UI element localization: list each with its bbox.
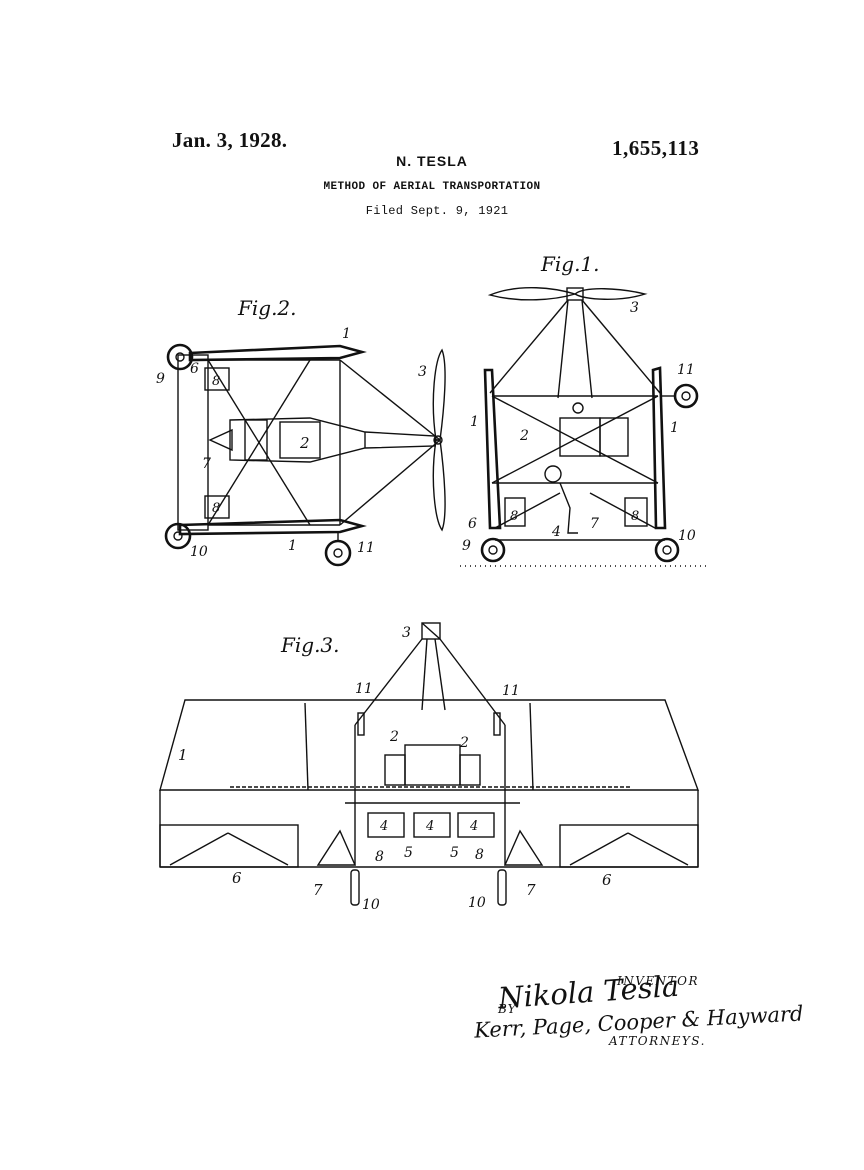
fig3-ref-11-left: 11: [355, 681, 373, 697]
fig2-ref-1-top: 1: [342, 326, 351, 342]
inventor-caption: INVENTOR: [617, 974, 700, 988]
fig2-frame: [164, 343, 446, 567]
fig1-label: Fig.1.: [541, 252, 600, 276]
fig2-ref-1-bottom: 1: [288, 538, 297, 554]
patent-title: METHOD OF AERIAL TRANSPORTATION: [323, 181, 541, 193]
fig3-ref-3: 3: [402, 625, 411, 641]
fig3-ref-4-b: 4: [425, 819, 434, 834]
fig3-ref-11-right: 11: [502, 683, 520, 699]
fig2-label: Fig.2.: [238, 296, 297, 320]
filed-date: Filed Sept. 9, 1921: [365, 204, 509, 218]
fig2-ref-7: 7: [202, 456, 211, 472]
fig3-ref-1: 1: [178, 746, 188, 764]
fig1-ref-8-right: 8: [631, 509, 639, 524]
fig3-ref-2-left: 2: [389, 729, 399, 745]
attorneys-caption: ATTORNEYS.: [609, 1034, 706, 1048]
fig3-ref-8-right: 8: [475, 847, 484, 863]
fig1-ref-7: 7: [590, 516, 599, 532]
fig1-ref-9: 9: [462, 538, 471, 554]
fig1-ref-2: 2: [519, 428, 529, 444]
fig1-ref-1-right: 1: [670, 420, 679, 436]
by-caption: BY: [498, 1002, 517, 1016]
fig2-ref-6: 6: [190, 361, 199, 377]
fig2-ref-9: 9: [156, 371, 165, 387]
fig3-ref-6-left: 6: [232, 869, 242, 887]
fig1-ref-1-left: 1: [470, 414, 479, 430]
fig3-ref-10-left: 10: [362, 897, 380, 913]
fig3-label: Fig.3.: [281, 633, 340, 657]
fig1-ref-8-left: 8: [510, 509, 518, 524]
fig2-drawing: 1 1 2 3 6 7 8 8 9 10 11: [156, 326, 446, 567]
fig1-ref-10: 10: [678, 528, 696, 544]
fig3-ref-2-right: 2: [459, 735, 469, 751]
fig1-drawing: 3 11 1 1 2 4 7 8 8 6 9 10: [460, 287, 710, 567]
fig3-ref-4-a: 4: [379, 819, 388, 834]
fig1-frame: [460, 287, 710, 567]
fig2-ref-3: 3: [418, 364, 427, 380]
fig3-drawing: 3 11 11 2 2 1 4 4 4 5 5 8 8 6 6 7 7 10 1…: [159, 622, 700, 913]
fig1-ref-3: 3: [630, 300, 639, 316]
fig1-ref-6: 6: [468, 516, 477, 532]
fig3-ref-4-c: 4: [469, 819, 478, 834]
fig1-ref-11: 11: [677, 362, 695, 378]
patent-number: 1,655,113: [612, 136, 700, 160]
fig3-ref-10-right: 10: [468, 895, 486, 911]
fig1-ref-4: 4: [551, 524, 561, 540]
fig3-ref-5-a: 5: [404, 845, 413, 861]
fig3-frame: [159, 622, 700, 906]
fig2-ref-11: 11: [357, 540, 375, 556]
fig2-ref-2: 2: [299, 434, 310, 452]
patent-date: Jan. 3, 1928.: [172, 128, 288, 152]
fig3-ref-8-left: 8: [375, 849, 384, 865]
fig2-ref-10: 10: [190, 544, 208, 560]
inventor-name: N. TESLA: [396, 153, 468, 169]
fig3-ref-5-b: 5: [450, 845, 459, 861]
fig3-ref-7-right: 7: [526, 881, 536, 899]
fig2-ref-8-bottom: 8: [212, 501, 220, 516]
fig3-ref-6-right: 6: [602, 871, 612, 889]
fig2-ref-8-top: 8: [212, 374, 220, 389]
fig3-ref-7-left: 7: [313, 881, 323, 899]
